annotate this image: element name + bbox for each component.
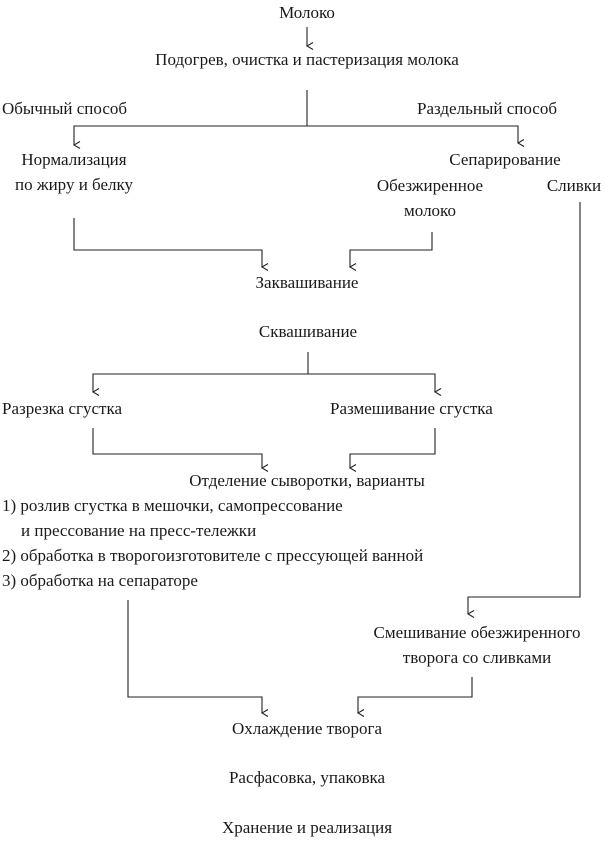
step-separation: Сепарирование — [449, 150, 561, 169]
step-heating: Подогрев, очистка и пастеризация молока — [155, 50, 459, 69]
label-usual-method: Обычный способ — [2, 99, 128, 118]
line-cutting-to-whey — [92, 428, 262, 468]
step-cream: Сливки — [546, 176, 602, 195]
step-stirring: Размешивание сгустка — [330, 399, 493, 418]
line-split-right — [307, 125, 518, 143]
step-skim-milk-line2: молоко — [404, 201, 456, 220]
variant-1-line2: и прессование на пресс-тележки — [21, 521, 257, 540]
step-milk: Молоко — [279, 3, 335, 22]
line-skim-to-fermentation — [350, 232, 433, 267]
step-mixing-line2: творога со сливками — [402, 648, 552, 667]
step-fermentation: Заквашивание — [255, 273, 359, 292]
line-variants-to-cooling — [127, 600, 262, 713]
step-cooling: Охлаждение творога — [231, 719, 383, 738]
line-souring-left — [93, 373, 308, 392]
label-separate-method: Раздельный способ — [417, 99, 557, 118]
variant-2: 2) обработка в творогоизготовителе с пре… — [2, 546, 424, 565]
step-mixing-line1: Смешивание обезжиренного — [373, 623, 581, 642]
step-souring: Сквашивание — [258, 322, 358, 341]
step-skim-milk-line1: Обезжиренное — [376, 176, 484, 195]
line-mixing-to-cooling — [358, 677, 473, 713]
line-souring-right — [308, 373, 435, 392]
step-normalization-line1: Нормализация — [21, 150, 127, 169]
step-cutting: Разрезка сгустка — [2, 399, 123, 418]
variant-3: 3) обработка на сепараторе — [2, 571, 198, 590]
step-normalization-line2: по жиру и белку — [14, 175, 134, 194]
line-normalization-to-fermentation — [73, 218, 262, 267]
line-cream-to-mixing — [468, 202, 581, 614]
line-stirring-to-whey — [350, 428, 436, 468]
step-whey-separation: Отделение сыворотки, варианты — [189, 471, 425, 490]
step-packing: Расфасовка, упаковка — [228, 768, 386, 787]
variant-1-line1: 1) розлив сгустка в мешочки, самопрессов… — [2, 496, 343, 515]
step-storage: Хранение и реализация — [221, 818, 393, 837]
line-split-left — [74, 125, 307, 145]
